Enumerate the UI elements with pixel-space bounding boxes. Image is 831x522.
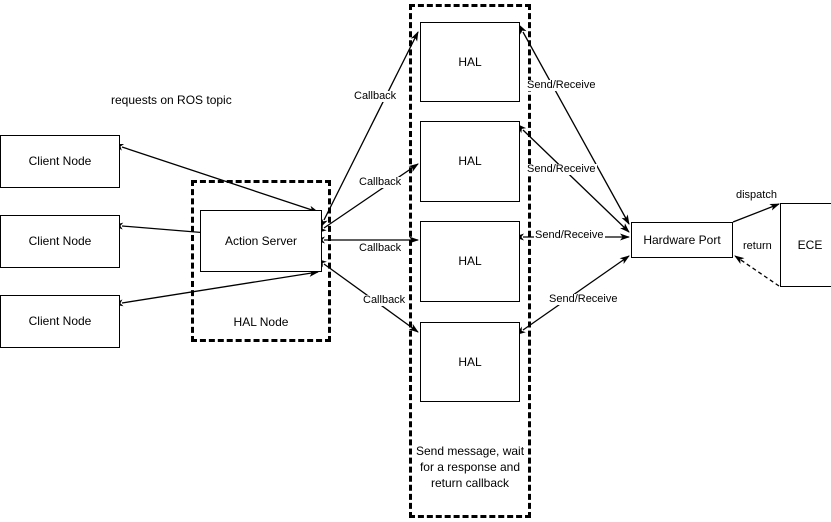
node-client-node-2[interactable]: Client Node (0, 215, 120, 268)
label-dispatch: dispatch (735, 189, 778, 201)
node-hardware-port[interactable]: Hardware Port (631, 222, 733, 258)
label-callback-4: Callback (362, 294, 407, 306)
node-hal-2-label: HAL (458, 154, 482, 168)
edge-hal2-hardware-port-sendreceive (516, 123, 630, 233)
group-hal-stack (409, 4, 531, 518)
label-callback-1: Callback (353, 90, 398, 102)
node-client-node-1-label: Client Node (28, 154, 92, 168)
label-send-receive-4: Send/Receive (548, 293, 619, 305)
edge-client3-action-server (113, 269, 319, 307)
edge-hal1-hardware-port-sendreceive (518, 24, 630, 225)
label-send-receive-1: Send/Receive (526, 79, 597, 91)
edge-hardware-port-ece-dispatch (732, 203, 780, 223)
node-client-node-3-label: Client Node (28, 314, 92, 328)
node-hal-4[interactable]: HAL (420, 322, 520, 402)
label-requests-on-ros-topic: requests on ROS topic (111, 93, 232, 107)
node-hal-4-label: HAL (458, 354, 482, 369)
edge-action-server-hal2-callback (316, 163, 419, 234)
node-action-server-label: Action Server (224, 233, 298, 248)
edge-ece-hardware-port-return (734, 255, 780, 287)
label-callback-2: Callback (358, 176, 403, 188)
edge-action-server-hal1-callback (319, 31, 419, 229)
node-ece[interactable]: ECE (780, 203, 831, 287)
label-callback-3: Callback (358, 242, 403, 254)
node-action-server[interactable]: Action Server (200, 210, 322, 272)
node-hal-1[interactable]: HAL (420, 22, 520, 102)
node-hal-3[interactable]: HAL (420, 221, 520, 302)
edge-client1-action-server (113, 143, 319, 213)
node-hal-2[interactable]: HAL (420, 121, 520, 202)
edge-hal4-hardware-port-sendreceive (515, 255, 630, 336)
label-send-receive-3: Send/Receive (534, 229, 605, 241)
node-hal-3-label: HAL (458, 254, 482, 268)
node-hardware-port-label: Hardware Port (643, 232, 721, 247)
group-hal-node-label: HAL Node (233, 315, 289, 329)
label-send-receive-2: Send/Receive (526, 163, 597, 175)
node-client-node-3[interactable]: Client Node (0, 295, 120, 348)
node-client-node-1[interactable]: Client Node (0, 135, 120, 188)
node-ece-label: ECE (797, 237, 823, 252)
group-hal-stack-label: Send message, wait for a response and re… (415, 444, 525, 491)
node-hal-1-label: HAL (458, 54, 482, 69)
label-return: return (743, 240, 772, 252)
group-hal-node (191, 180, 331, 342)
node-client-node-2-label: Client Node (28, 234, 92, 248)
